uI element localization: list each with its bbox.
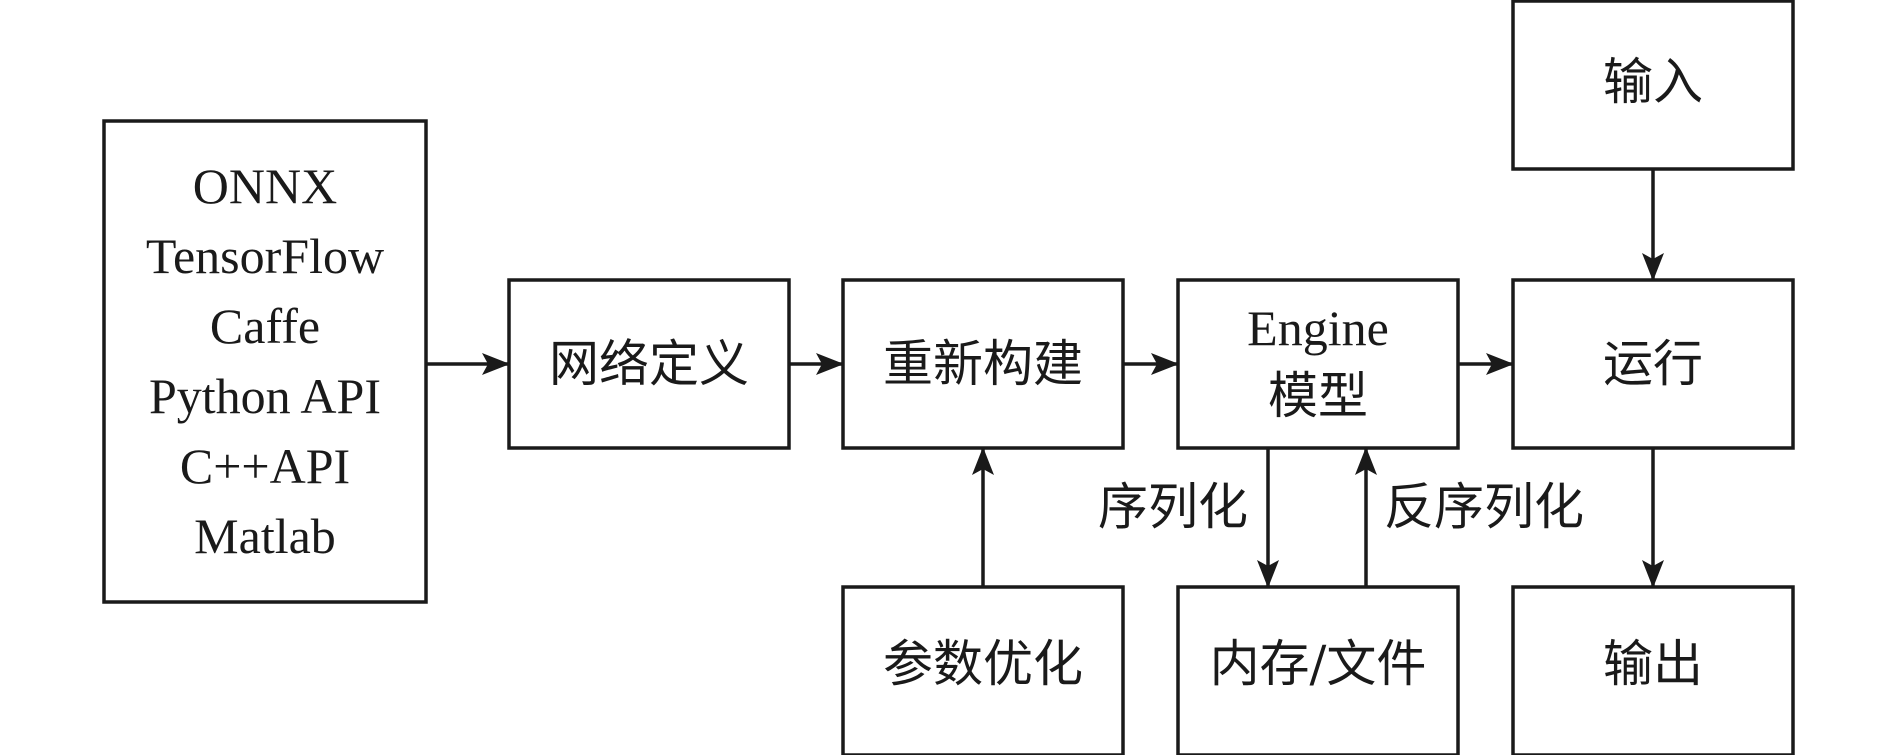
- node-output: 输出: [1511, 585, 1795, 755]
- node-frameworks: ONNX TensorFlow Caffe Python API C++API …: [102, 119, 428, 604]
- serialize-label: 序列化: [1098, 478, 1248, 536]
- framework-tensorflow: TensorFlow: [146, 228, 384, 284]
- rebuild-label: 重新构建: [883, 335, 1083, 393]
- node-memory-file: 内存/文件: [1176, 585, 1460, 755]
- network-definition-label: 网络定义: [549, 335, 749, 393]
- engine-model-line-engine: Engine: [1247, 300, 1389, 356]
- node-run: 运行: [1511, 278, 1795, 450]
- node-engine-model: Engine 模型: [1176, 278, 1460, 450]
- framework-onnx: ONNX: [193, 158, 337, 214]
- deserialize-label: 反序列化: [1384, 478, 1584, 536]
- framework-matlab: Matlab: [194, 508, 336, 564]
- input-label: 输入: [1603, 53, 1703, 111]
- framework-python-api: Python API: [149, 368, 381, 424]
- engine-model-line-model: 模型: [1268, 367, 1368, 425]
- memory-file-label: 内存/文件: [1210, 635, 1427, 693]
- output-label: 输出: [1603, 635, 1703, 693]
- node-network-definition: 网络定义: [507, 278, 791, 450]
- node-rebuild: 重新构建: [841, 278, 1125, 450]
- framework-caffe: Caffe: [210, 298, 320, 354]
- param-optimization-label: 参数优化: [883, 635, 1083, 693]
- framework-cpp-api: C++API: [180, 438, 350, 494]
- node-input: 输入: [1511, 0, 1795, 171]
- node-param-optimization: 参数优化: [841, 585, 1125, 755]
- run-label: 运行: [1603, 335, 1703, 393]
